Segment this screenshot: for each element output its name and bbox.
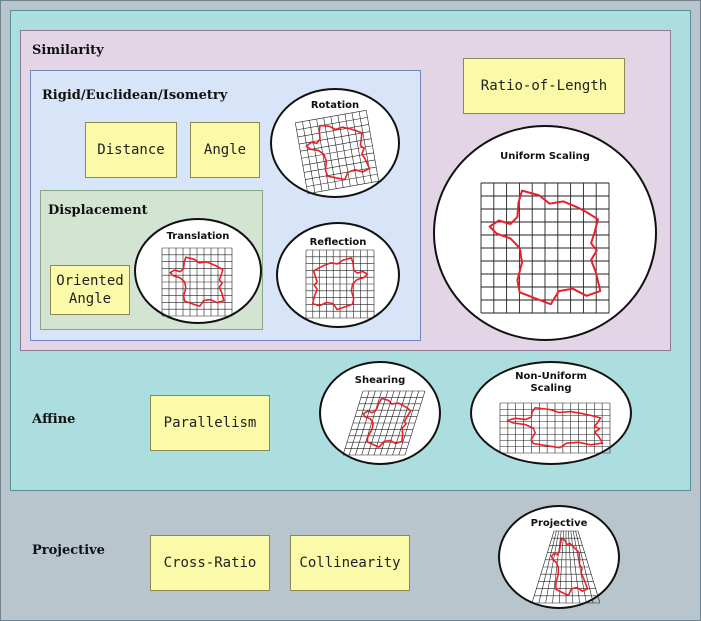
rotation-title: Rotation <box>310 100 360 111</box>
reflection-figure <box>305 249 375 319</box>
oriented-angle-box: Oriented Angle <box>50 265 130 315</box>
collinearity-box: Collinearity <box>290 535 410 591</box>
ratio-of-length-box: Ratio-of-Length <box>463 58 625 114</box>
similarity-label: Similarity <box>32 43 104 58</box>
uniform-scaling-title: Uniform Scaling <box>500 151 590 162</box>
rotation-figure <box>295 110 379 194</box>
displacement-label: Displacement <box>48 203 148 218</box>
angle-box: Angle <box>190 122 260 178</box>
shearing-grid <box>342 390 426 456</box>
cross-ratio-box: Cross-Ratio <box>150 535 270 591</box>
projective-figure <box>531 530 601 604</box>
uniform-scaling-circle: Uniform Scaling <box>433 125 657 341</box>
affine-label: Affine <box>32 412 76 427</box>
non-uniform-scaling-circle: Non-Uniform Scaling <box>470 361 632 465</box>
translation-circle: Translation <box>134 218 262 324</box>
rotation-grid <box>295 110 379 194</box>
uniform-scaling-outline <box>488 189 602 306</box>
non-uniform-scaling-outline <box>506 406 604 449</box>
uniform-scaling-grid <box>480 182 610 314</box>
distance-box: Distance <box>85 122 177 178</box>
rotation-circle: Rotation <box>270 88 400 198</box>
shearing-outline <box>362 397 412 448</box>
projective-outline <box>550 537 589 597</box>
projective-circle: Projective <box>498 505 620 609</box>
non-uniform-scaling-figure <box>499 402 611 454</box>
non-uniform-scaling-title-line1: Non-Uniform <box>515 371 587 382</box>
reflection-circle: Reflection <box>276 222 400 328</box>
reflection-outline <box>311 257 369 311</box>
shearing-circle: Shearing <box>319 361 441 465</box>
oriented-angle-line2: Angle <box>68 291 112 307</box>
shearing-figure <box>342 390 426 456</box>
oriented-angle-line1: Oriented <box>56 273 124 289</box>
uniform-scaling-figure <box>480 182 610 314</box>
parallelism-box: Parallelism <box>150 395 270 451</box>
shearing-title: Shearing <box>354 375 406 386</box>
translation-outline <box>169 256 225 308</box>
rigid-label: Rigid/Euclidean/Isometry <box>42 88 228 103</box>
translation-figure <box>161 247 233 317</box>
reflection-title: Reflection <box>309 237 367 248</box>
projective-label: Projective <box>32 543 105 558</box>
translation-title: Translation <box>166 231 230 242</box>
non-uniform-scaling-title-line2: Scaling <box>530 383 572 394</box>
projective-title: Projective <box>530 518 588 529</box>
rotation-outline <box>305 124 371 181</box>
